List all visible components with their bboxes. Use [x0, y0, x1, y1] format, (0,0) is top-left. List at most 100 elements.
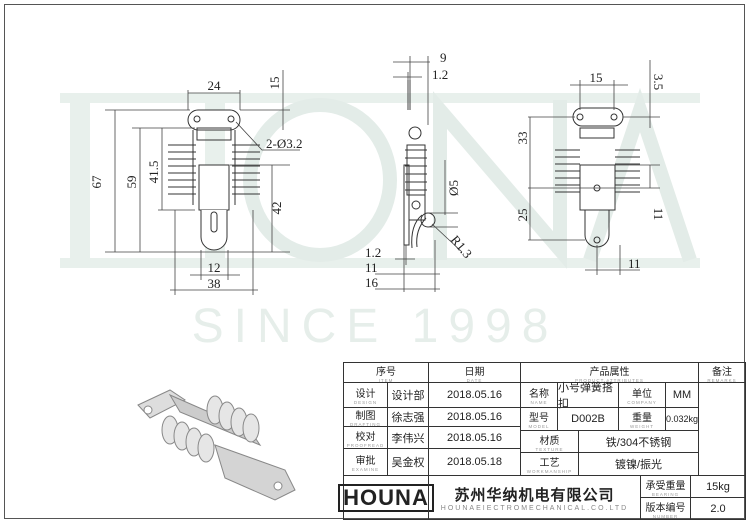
- label-en: DESIGN: [353, 400, 378, 405]
- name-value: 小号弹簧搭扣: [557, 382, 619, 410]
- label: 材质: [539, 435, 560, 447]
- dim-front-59: 59: [124, 176, 139, 189]
- label-en: DRAFTING: [350, 422, 381, 427]
- value: D002B: [571, 413, 605, 425]
- side-view: [403, 80, 436, 249]
- dim-back-15: 15: [590, 70, 603, 85]
- row-drafting-person: 徐志强: [387, 407, 429, 427]
- number-value: 2.0: [690, 497, 746, 520]
- row-drafting-date: 2018.05.16: [428, 407, 521, 427]
- bearing-value: 15kg: [690, 475, 746, 498]
- dim-front-41-5: 41.5: [146, 161, 161, 184]
- label: 重量: [632, 413, 652, 424]
- value: 0.032kg: [665, 414, 699, 424]
- header-remarks-label: 备注: [712, 366, 732, 378]
- dim-side-r1-3: R1.3: [448, 232, 476, 261]
- iso-view: [137, 389, 296, 501]
- value: 铁/304不锈钢: [605, 436, 672, 449]
- row-design-date: 2018.05.16: [428, 382, 521, 408]
- sheet-border: [4, 4, 745, 519]
- label: 设计: [355, 389, 376, 400]
- label-en: PROOFREAD: [346, 442, 385, 448]
- label-en: NUMBER: [652, 513, 679, 519]
- company-name-cn: 苏州华纳机电有限公司: [454, 486, 615, 504]
- value: MM: [672, 389, 692, 401]
- value: 2.0: [710, 502, 726, 515]
- value: 小号弹簧搭扣: [558, 382, 613, 410]
- label: 名称: [529, 389, 549, 400]
- dim-side-9: 9: [440, 50, 447, 65]
- header-item-en: ITEM: [378, 377, 394, 383]
- header-date-en: DATE: [466, 377, 483, 383]
- weight-value: 0.032kg: [665, 407, 699, 431]
- person: 徐志强: [391, 412, 425, 424]
- label: 工艺: [539, 458, 560, 469]
- date: 2018.05.16: [446, 389, 503, 401]
- row-examine-person: 吴金权: [387, 448, 429, 476]
- company-name: 苏州华纳机电有限公司 HOUNAEIECTROMECHANICAL.CO.LTD: [428, 475, 641, 520]
- spring-right: [232, 144, 260, 195]
- logo-text: HOUNA: [338, 483, 434, 512]
- company-name-en: HOUNAEIECTROMECHANICAL.CO.LTD: [440, 504, 629, 512]
- front-view: [168, 109, 260, 251]
- date: 2018.05.16: [446, 431, 503, 444]
- dim-front-38: 38: [208, 276, 221, 291]
- label: 承受重量: [645, 480, 686, 492]
- dim-front-24: 24: [208, 78, 222, 93]
- dim-front-holes: 2-Ø3.2: [266, 136, 302, 151]
- dim-back-25: 25: [515, 209, 530, 222]
- unit-value: MM: [665, 382, 699, 408]
- work-value: 镀镍/振光: [578, 452, 699, 476]
- header-remarks-en: REMARKS: [707, 377, 737, 383]
- texture-value: 铁/304不锈钢: [578, 430, 699, 453]
- row-design-person: 设计部: [387, 382, 429, 408]
- label: 审批: [355, 456, 376, 467]
- dim-front-12: 12: [208, 260, 221, 275]
- dim-front-42: 42: [269, 202, 284, 215]
- label-en: COMPANY: [627, 400, 657, 405]
- row-proofread-date: 2018.05.16: [428, 426, 521, 449]
- label-en: EXAMINE: [351, 467, 380, 472]
- header-attrs-label: 产品属性: [589, 366, 630, 378]
- date: 2018.05.18: [446, 456, 503, 468]
- value: 15kg: [706, 480, 730, 493]
- dim-front-15: 15: [267, 77, 282, 90]
- label-en: WEIGHT: [630, 424, 654, 429]
- dim-front-67: 67: [89, 175, 104, 189]
- label-en: NAME: [530, 400, 548, 405]
- company-logo: HOUNA: [338, 475, 434, 520]
- dim-back-11-bottom: 11: [628, 256, 641, 271]
- dim-back-33: 33: [515, 132, 530, 145]
- dim-side-11: 11: [365, 260, 378, 275]
- label: 单位: [632, 389, 652, 400]
- dim-back-11-right: 11: [651, 208, 666, 221]
- dim-side-dia5: Ø5: [446, 180, 461, 196]
- label-en: MODEL: [528, 424, 550, 429]
- person: 李伟兴: [391, 432, 425, 445]
- person: 设计部: [391, 390, 425, 402]
- header-attrs-en: PRODUCT ATTRIBUTES: [575, 377, 644, 383]
- header-date-label: 日期: [464, 366, 485, 378]
- label: 制图: [355, 411, 376, 422]
- label-en: BEARING: [651, 491, 680, 497]
- date: 2018.05.16: [446, 411, 503, 423]
- dim-side-1-2-bottom: 1.2: [365, 245, 381, 260]
- header-item-label: 序号: [376, 366, 396, 378]
- label: 校对: [355, 431, 376, 443]
- remarks-cell: [698, 382, 746, 476]
